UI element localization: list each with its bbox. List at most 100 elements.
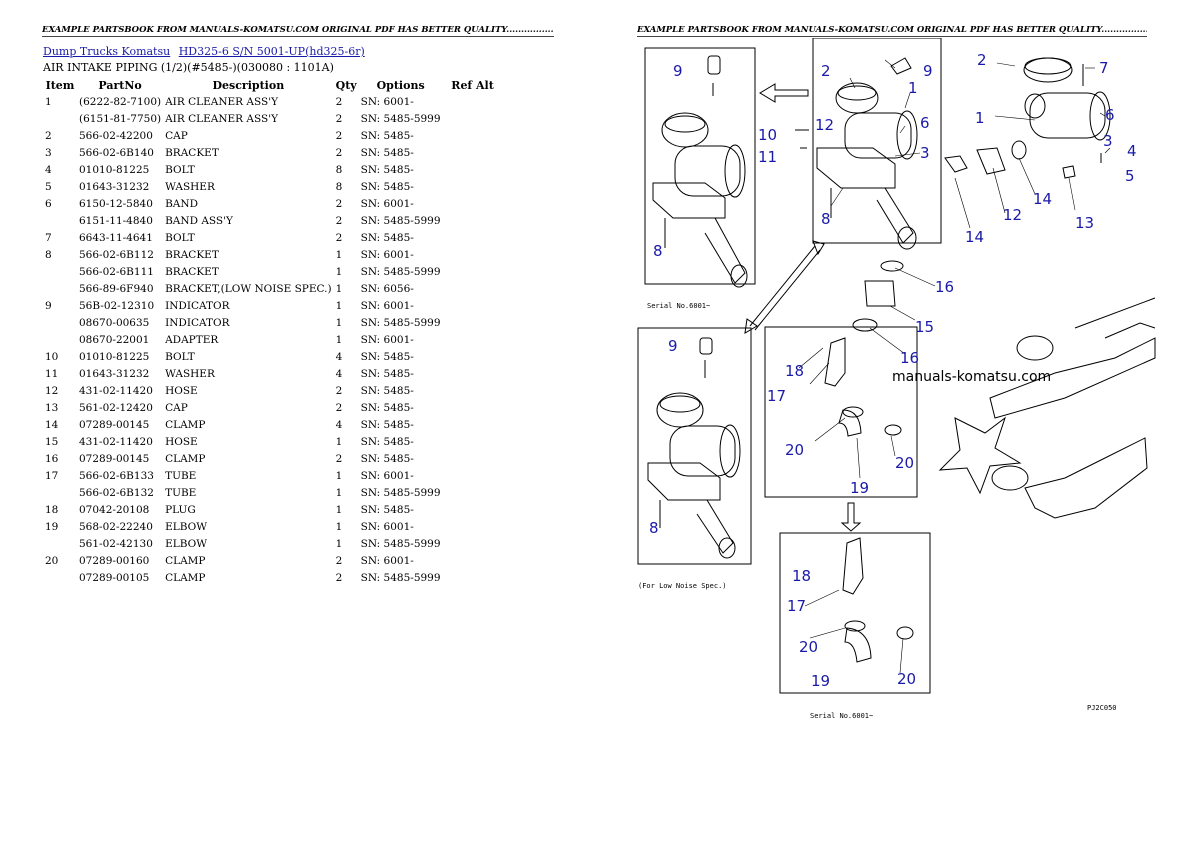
cell-description: BRACKET — [165, 265, 219, 278]
cell-ref-alt — [443, 314, 503, 331]
column-header-options: Options — [376, 78, 425, 92]
breadcrumb-link-model[interactable]: HD325-6 S/N 5001-UP(hd325-6r) — [178, 45, 365, 58]
cell-ref-alt — [443, 433, 503, 450]
cell-qty: 1 — [335, 282, 343, 295]
cell-options: SN: 5485- — [360, 146, 414, 159]
cell-part-no: 561-02-42130 — [79, 537, 153, 550]
air-cleaner-sketch — [652, 55, 748, 288]
cell-options: SN: 6001- — [360, 95, 414, 108]
cell-description: INDICATOR — [165, 316, 230, 329]
cell-part-no: 566-02-6B111 — [79, 265, 154, 278]
cell-ref-alt — [443, 331, 503, 348]
cell-qty: 1 — [335, 248, 343, 261]
cell-qty: 1 — [335, 486, 343, 499]
cell-description: WASHER — [165, 367, 215, 380]
cell-options: SN: 5485-5999 — [360, 316, 441, 329]
callout-8: 8 — [821, 210, 831, 228]
callout-10: 10 — [758, 126, 777, 144]
cell-description: ELBOW — [165, 520, 208, 533]
cell-part-no: 01010-81225 — [79, 163, 150, 176]
callout-labels: 9 8 9 8 2 9 1 6 12 3 10 11 8 2 7 1 6 3 4… — [649, 51, 1137, 690]
cell-options: SN: 5485- — [360, 435, 414, 448]
cell-item: 4 — [45, 163, 52, 176]
callout-15: 15 — [915, 318, 934, 336]
callout-16: 16 — [900, 349, 919, 367]
cell-ref-alt — [443, 399, 503, 416]
cell-item: 1 — [45, 95, 52, 108]
callout-6: 6 — [920, 114, 930, 132]
callout-14: 14 — [1033, 190, 1052, 208]
cell-item: 7 — [45, 231, 52, 244]
callout-11: 11 — [758, 148, 777, 166]
cell-qty: 1 — [335, 503, 343, 516]
cell-qty: 2 — [335, 571, 343, 584]
cell-ref-alt — [443, 501, 503, 518]
cell-qty: 2 — [335, 197, 343, 210]
cell-options: SN: 5485-5999 — [360, 265, 441, 278]
cell-qty: 2 — [335, 214, 343, 227]
cell-description: TUBE — [165, 469, 197, 482]
cell-description: ELBOW — [165, 537, 208, 550]
cell-options: SN: 5485- — [360, 350, 414, 363]
cell-part-no: 566-02-6B112 — [79, 248, 154, 261]
callout-9: 9 — [673, 62, 683, 80]
leader-lines — [798, 59, 1111, 674]
callout-20: 20 — [799, 638, 818, 656]
cell-item: 5 — [45, 180, 52, 193]
cell-options: SN: 5485- — [360, 384, 414, 397]
cell-part-no: (6222-82-7100) — [79, 95, 162, 108]
cell-ref-alt — [443, 552, 503, 569]
main-assembly-box — [812, 38, 942, 244]
callout-16: 16 — [935, 278, 954, 296]
cell-options: SN: 5485- — [360, 418, 414, 431]
cell-ref-alt — [443, 467, 503, 484]
callout-20: 20 — [785, 441, 804, 459]
breadcrumb: Dump Trucks Komatsu HD325-6 S/N 5001-UP(… — [43, 45, 370, 58]
cell-qty: 2 — [335, 452, 343, 465]
cell-part-no: 01643-31232 — [79, 180, 150, 193]
cell-ref-alt — [443, 569, 503, 586]
arrow-down-icon — [840, 502, 862, 532]
cell-part-no: 561-02-12420 — [79, 401, 153, 414]
column-header-ref-alt: Ref Alt — [451, 78, 494, 92]
cell-description: WASHER — [165, 180, 215, 193]
cell-description: AIR CLEANER ASS'Y — [165, 95, 279, 108]
cell-qty: 8 — [335, 163, 343, 176]
callout-1: 1 — [908, 79, 918, 97]
table-row: 566-02-6B111 BRACKET 1 SN: 5485-5999 — [43, 263, 503, 280]
cell-ref-alt — [443, 212, 503, 229]
cell-ref-alt — [443, 450, 503, 467]
breadcrumb-link-category[interactable]: Dump Trucks Komatsu — [43, 45, 171, 58]
cell-item — [43, 263, 77, 280]
cell-qty: 1 — [335, 333, 343, 346]
cell-part-no: 566-02-6B140 — [79, 146, 154, 159]
cell-options: SN: 6056- — [360, 282, 414, 295]
cell-options: SN: 5485-5999 — [360, 112, 441, 125]
low-noise-caption: (For Low Noise Spec.) — [638, 582, 727, 590]
callout-9: 9 — [923, 62, 933, 80]
cell-description: BAND ASS'Y — [165, 214, 233, 227]
callout-9: 9 — [668, 337, 678, 355]
cell-part-no: 56B-02-12310 — [79, 299, 155, 312]
cell-qty: 1 — [335, 299, 343, 312]
cell-description: CAP — [165, 129, 188, 142]
serial-caption: Serial No.6001~ — [647, 302, 710, 310]
cell-qty: 1 — [335, 265, 343, 278]
piping-box — [764, 326, 918, 498]
cell-qty: 1 — [335, 435, 343, 448]
cell-item: 13 — [45, 401, 59, 414]
cell-options: SN: 5485- — [360, 503, 414, 516]
